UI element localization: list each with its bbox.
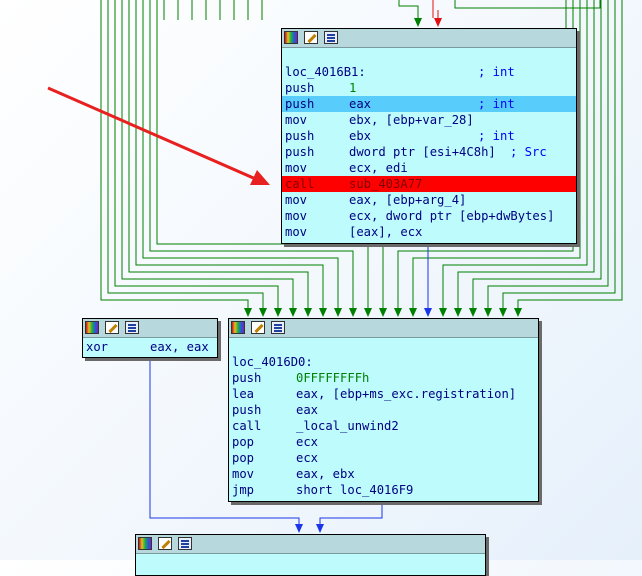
edge-arrowhead [274, 308, 282, 317]
graph-color-icon[interactable] [85, 321, 99, 334]
edge-arrowhead [414, 18, 422, 27]
call-target-link[interactable]: _local_unwind2 [296, 419, 399, 433]
call-target-link[interactable]: sub_403A77 [349, 177, 423, 191]
edge-loop [100, 0, 249, 308]
edge-arrowhead [244, 308, 252, 317]
edge-loop [442, 0, 588, 308]
edge-arrowhead [334, 308, 342, 317]
xrefs-list-icon[interactable] [125, 321, 139, 334]
instruction-line[interactable]: call_local_unwind2 [232, 419, 399, 433]
edge-branch [398, 0, 419, 18]
label-line[interactable]: loc_4016B1: ; int [282, 64, 576, 80]
edge-arrowhead [409, 308, 417, 317]
edge-loop [412, 0, 581, 308]
xrefs-list-icon[interactable] [324, 31, 338, 44]
edit-pencil-icon[interactable] [251, 321, 265, 334]
edge-loop [114, 0, 279, 308]
edit-pencil-icon[interactable] [105, 321, 119, 334]
edge-arrowhead [259, 308, 267, 317]
edge-arrowhead [289, 308, 297, 317]
edge-arrowhead [434, 18, 442, 27]
edge-loop [487, 0, 609, 308]
code-block-loc-4016f9[interactable] [135, 534, 486, 576]
edge-arrowhead [484, 308, 492, 317]
edit-pencil-icon[interactable] [158, 537, 172, 550]
edge-arrowhead [319, 308, 327, 317]
edge-arrowhead [304, 308, 312, 317]
edge-arrowhead [394, 308, 402, 317]
edge-loop [121, 0, 294, 308]
edge-arrowhead [295, 524, 303, 533]
edge-arrowhead [499, 308, 507, 317]
block-header [282, 29, 576, 48]
edit-pencil-icon[interactable] [304, 31, 318, 44]
edge-arrowhead [424, 308, 432, 317]
edge-unconditional [149, 357, 300, 524]
block-label[interactable]: loc_4016B1: [285, 65, 366, 79]
xrefs-list-icon[interactable] [271, 321, 285, 334]
edge-unconditional [319, 501, 383, 524]
edge-arrowhead [469, 308, 477, 317]
edge-arrowhead [316, 524, 324, 533]
graph-color-icon[interactable] [231, 321, 245, 334]
block-header [83, 319, 217, 338]
edge-loop [454, 0, 601, 9]
edge-arrowhead [514, 308, 522, 317]
block-label[interactable]: loc_4016D0: [232, 355, 313, 369]
edge-loop [472, 0, 602, 308]
block-header [229, 319, 538, 338]
block-header [136, 535, 485, 554]
edge-loop [517, 0, 623, 308]
edge-loop [107, 0, 264, 308]
edge-arrowhead [364, 308, 372, 317]
xrefs-list-icon[interactable] [178, 537, 192, 550]
edge-loop [502, 0, 616, 308]
edge-arrowhead [439, 308, 447, 317]
label-comment: ; int [478, 65, 515, 79]
edge-loop [457, 0, 595, 308]
edge-arrowhead [349, 308, 357, 317]
instruction-line[interactable]: mov[eax], ecx [285, 225, 423, 239]
edge-arrowhead [454, 308, 462, 317]
graph-color-icon[interactable] [284, 31, 298, 44]
edge-arrowhead [379, 308, 387, 317]
label-line[interactable]: loc_4016D0: [229, 354, 538, 370]
jump-target-link[interactable]: short loc_4016F9 [296, 483, 414, 497]
graph-color-icon[interactable] [138, 537, 152, 550]
